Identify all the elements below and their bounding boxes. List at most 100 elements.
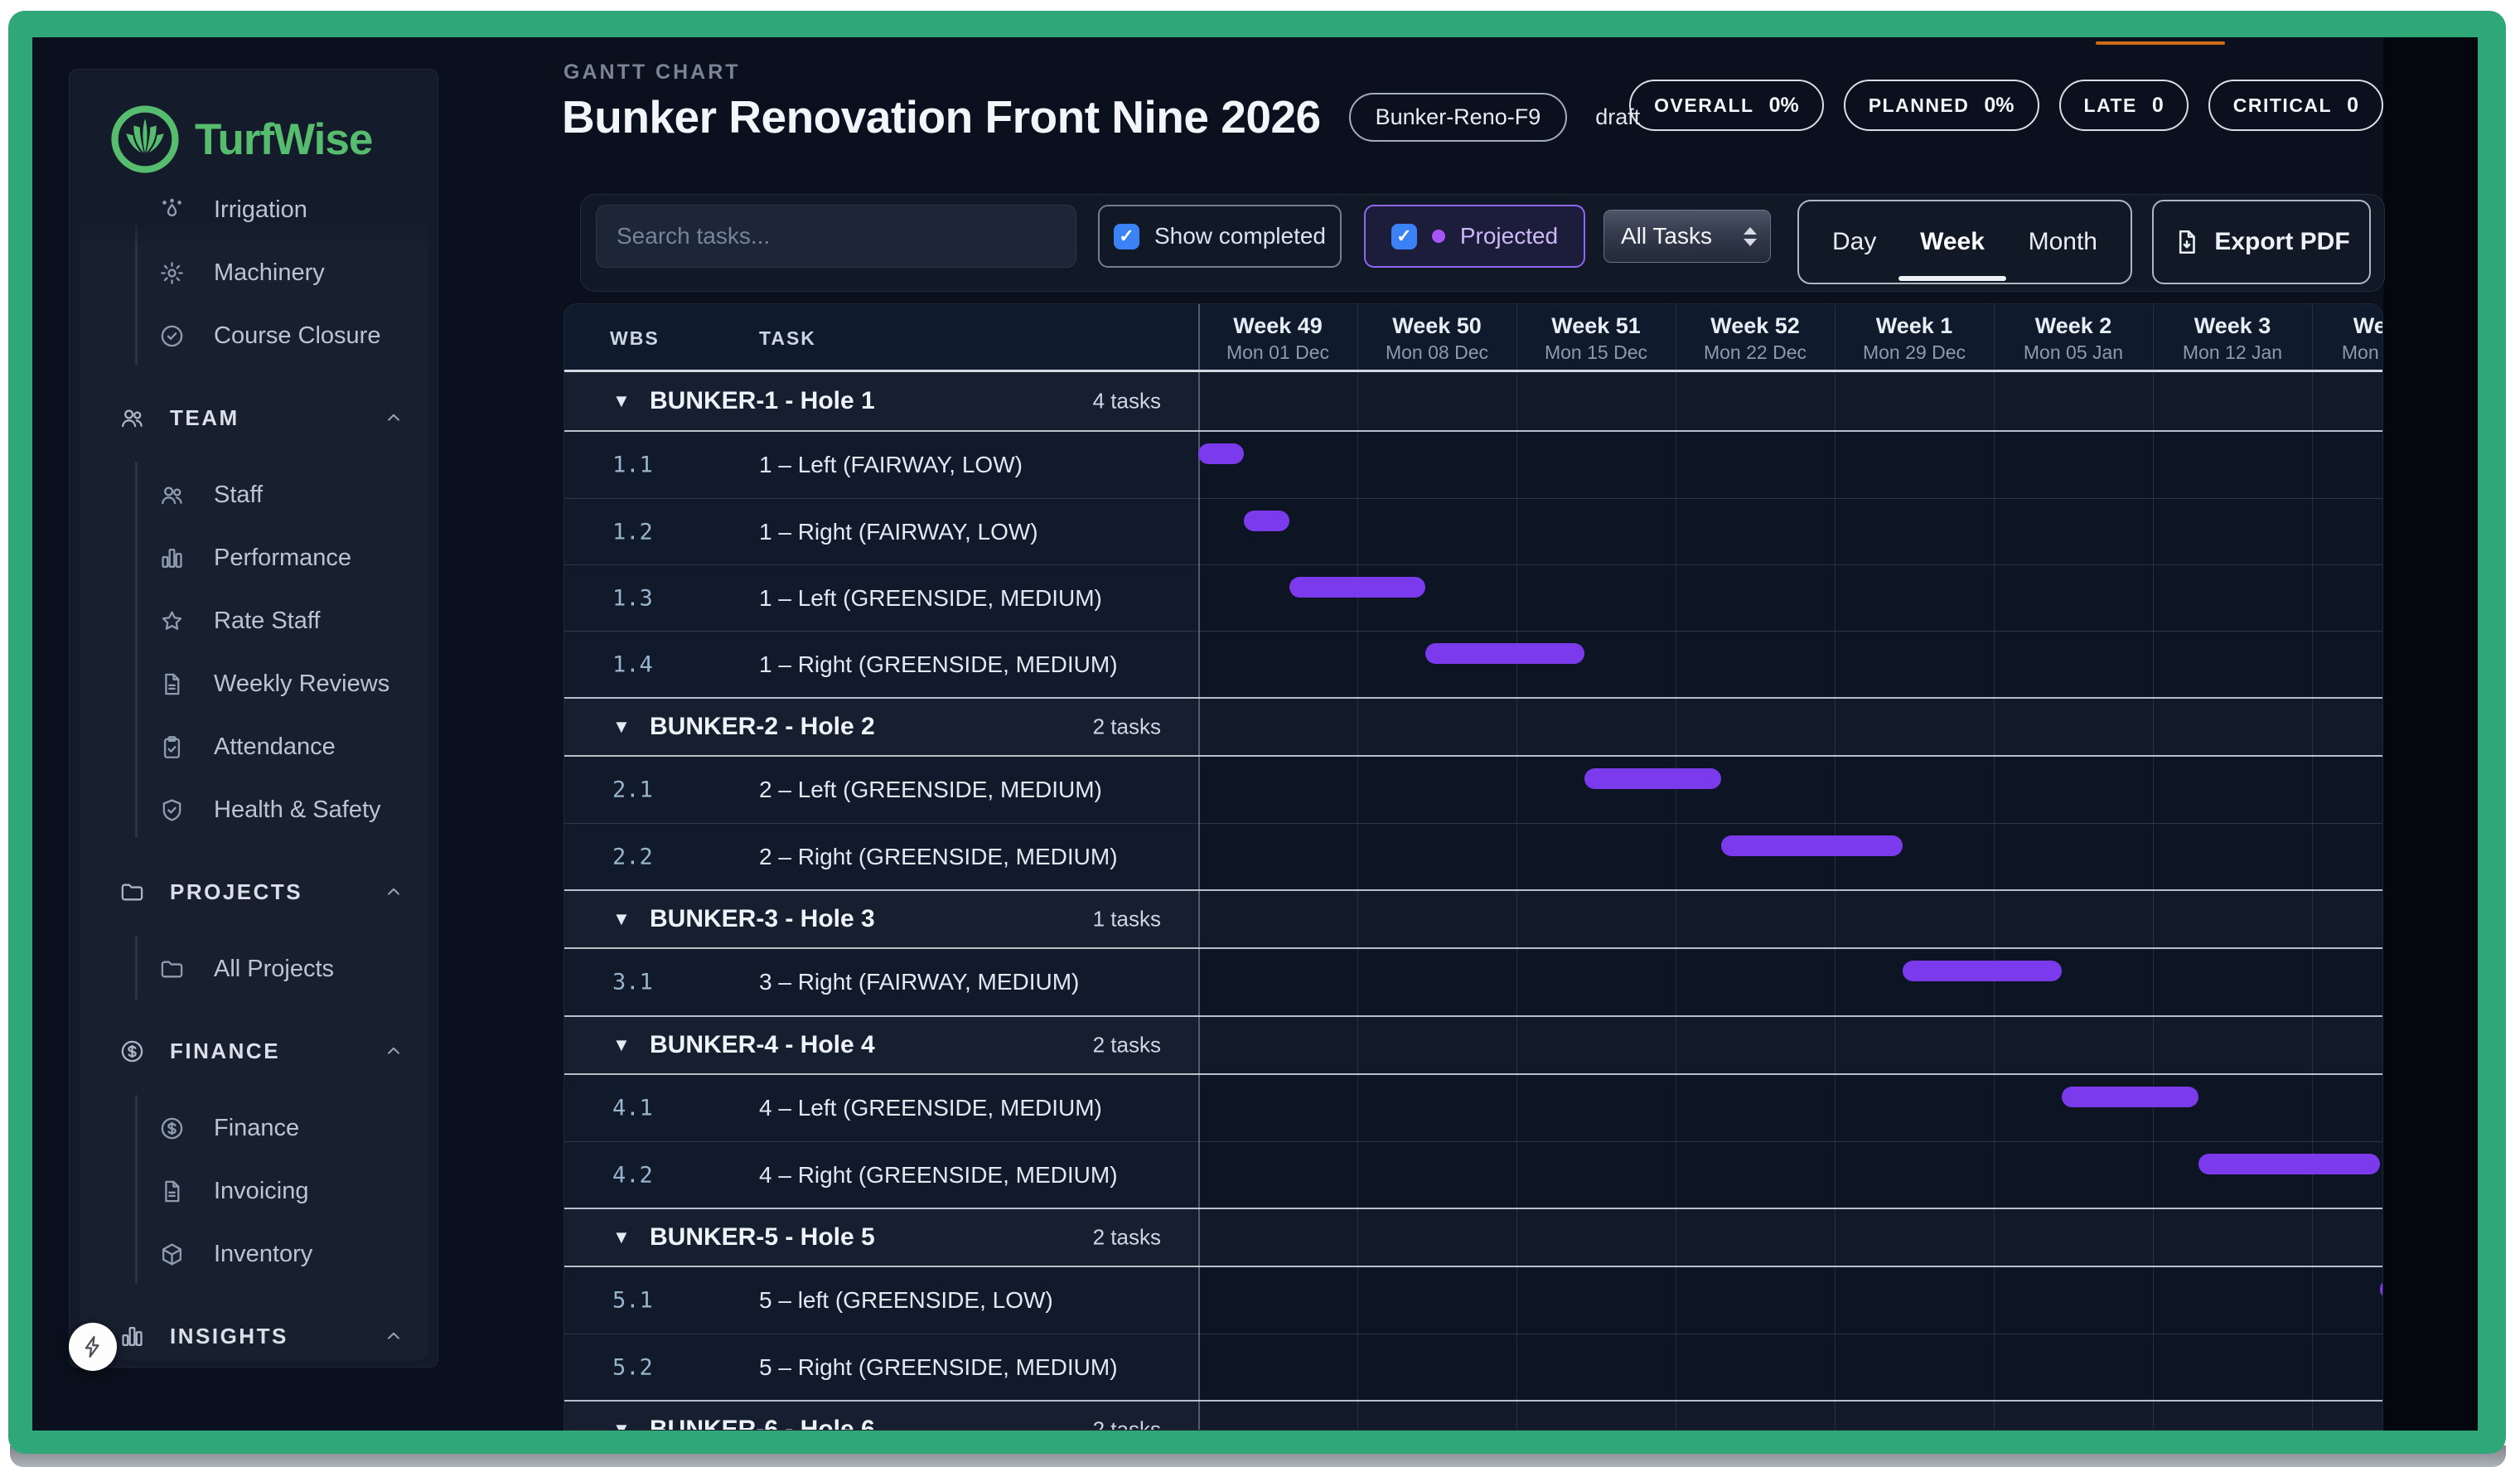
page-title: Bunker Renovation Front Nine 2026: [562, 91, 1321, 143]
sidebar-item-machinery[interactable]: Machinery: [70, 241, 438, 304]
week-column-header: Week 4Mon 19 Jan: [2312, 304, 2382, 372]
sidebar-item-label: TEAM: [170, 404, 239, 430]
gantt-bar[interactable]: [1720, 835, 1903, 856]
sidebar-item-course-closure[interactable]: Course Closure: [70, 304, 438, 367]
show-completed-toggle[interactable]: ✓ Show completed: [1098, 205, 1342, 268]
search-input[interactable]: [596, 205, 1076, 268]
gantt-lane: [1198, 1142, 2382, 1208]
sidebar-item-team[interactable]: TEAM: [70, 386, 438, 449]
sidebar-item-rate-staff[interactable]: Rate Staff: [70, 589, 438, 652]
task-wbs: 1.1: [612, 452, 653, 478]
projected-toggle[interactable]: ✓ Projected: [1364, 205, 1585, 268]
sidebar-item-irrigation[interactable]: Irrigation: [70, 178, 438, 241]
sidebar-item-weekly-reviews[interactable]: Weekly Reviews: [70, 652, 438, 715]
sidebar-item-attendance[interactable]: Attendance: [70, 715, 438, 778]
file-text-icon: [159, 671, 185, 697]
shield-check-icon: [159, 797, 185, 823]
gantt-bar[interactable]: [2062, 1087, 2198, 1107]
sidebar-item-insights[interactable]: INSIGHTS: [70, 1305, 438, 1368]
box-icon: [159, 1242, 185, 1267]
task-name: 2 – Left (GREENSIDE, MEDIUM): [759, 777, 1102, 802]
gantt-lane: [1198, 565, 2382, 631]
task-name: 2 – Right (GREENSIDE, MEDIUM): [759, 843, 1118, 869]
file-text-icon: [159, 1179, 185, 1204]
gantt-bar[interactable]: [1425, 643, 1585, 664]
view-tab-week[interactable]: Week: [1920, 201, 1985, 283]
indent-guide: [135, 936, 138, 1000]
week-date: Mon 05 Jan: [2023, 341, 2124, 363]
sidebar-item-finance[interactable]: FINANCE: [70, 1019, 438, 1082]
task-row[interactable]: 4.1 4 – Left (GREENSIDE, MEDIUM): [564, 1075, 2382, 1141]
gantt-bar[interactable]: [1198, 443, 1244, 464]
turfwise-logo-icon: [109, 103, 181, 176]
task-wbs: 1.4: [612, 651, 653, 677]
task-wbs: 4.1: [612, 1095, 653, 1121]
sidebar-item-finance[interactable]: Finance: [70, 1097, 438, 1160]
sidebar-item-label: Health & Safety: [214, 796, 381, 823]
task-filter-select[interactable]: All Tasks: [1603, 210, 1771, 263]
sidebar-item-label: Invoicing: [214, 1177, 309, 1204]
week-date: Mon 22 Dec: [1703, 341, 1807, 363]
sidebar-item-health-safety[interactable]: Health & Safety: [70, 778, 438, 841]
week-label: Week 49: [1233, 312, 1323, 338]
gantt-bar[interactable]: [2198, 1154, 2381, 1174]
gantt-bar[interactable]: [1584, 768, 1721, 789]
stat-label: CRITICAL: [2232, 94, 2333, 116]
view-tab-month[interactable]: Month: [2028, 228, 2097, 255]
checkbox-checked-icon[interactable]: ✓: [1113, 223, 1139, 249]
bar-chart-icon: [119, 1324, 145, 1349]
group-task-count: 2 tasks: [1092, 1224, 1161, 1250]
export-pdf-button[interactable]: Export PDF: [2152, 200, 2371, 284]
sidebar-item-label: Finance: [214, 1114, 300, 1141]
week-date: Mon 15 Dec: [1544, 341, 1647, 363]
sidebar-item-staff[interactable]: Staff: [70, 463, 438, 526]
sidebar-item-performance[interactable]: Performance: [70, 526, 438, 589]
gantt-bar[interactable]: [1289, 577, 1426, 598]
checkbox-checked-icon[interactable]: ✓: [1391, 223, 1417, 249]
sidebar-item-invoicing[interactable]: Invoicing: [70, 1160, 438, 1222]
week-label: Week 51: [1551, 312, 1641, 338]
gantt-bar[interactable]: [1903, 961, 2063, 981]
group-name: BUNKER-2 - Hole 2: [650, 713, 875, 740]
sidebar-item-label: FINANCE: [170, 1038, 281, 1063]
week-date: Mon 29 Dec: [1862, 341, 1966, 363]
week-gridline: [1357, 304, 1358, 1430]
sidebar-item-inventory[interactable]: Inventory: [70, 1222, 438, 1285]
week-gridline: [1994, 304, 1995, 1430]
view-tab-day[interactable]: Day: [1832, 228, 1877, 255]
task-name: 4 – Left (GREENSIDE, MEDIUM): [759, 1095, 1102, 1121]
clipboard-check-icon: [159, 734, 185, 760]
quick-actions-fab[interactable]: [69, 1323, 117, 1371]
stat-value: 0%: [1768, 93, 1799, 117]
show-completed-label: Show completed: [1154, 223, 1326, 249]
sidebar-item-label: Attendance: [214, 733, 336, 760]
sidebar-item-all-projects[interactable]: All Projects: [70, 937, 438, 1000]
group-name: BUNKER-3 - Hole 3: [650, 905, 875, 932]
view-switcher: Day Week Month: [1797, 200, 2132, 284]
sidebar-item-projects[interactable]: PROJECTS: [70, 860, 438, 923]
gantt-bar[interactable]: [2380, 1279, 2382, 1300]
gantt-bar[interactable]: [1243, 511, 1289, 531]
